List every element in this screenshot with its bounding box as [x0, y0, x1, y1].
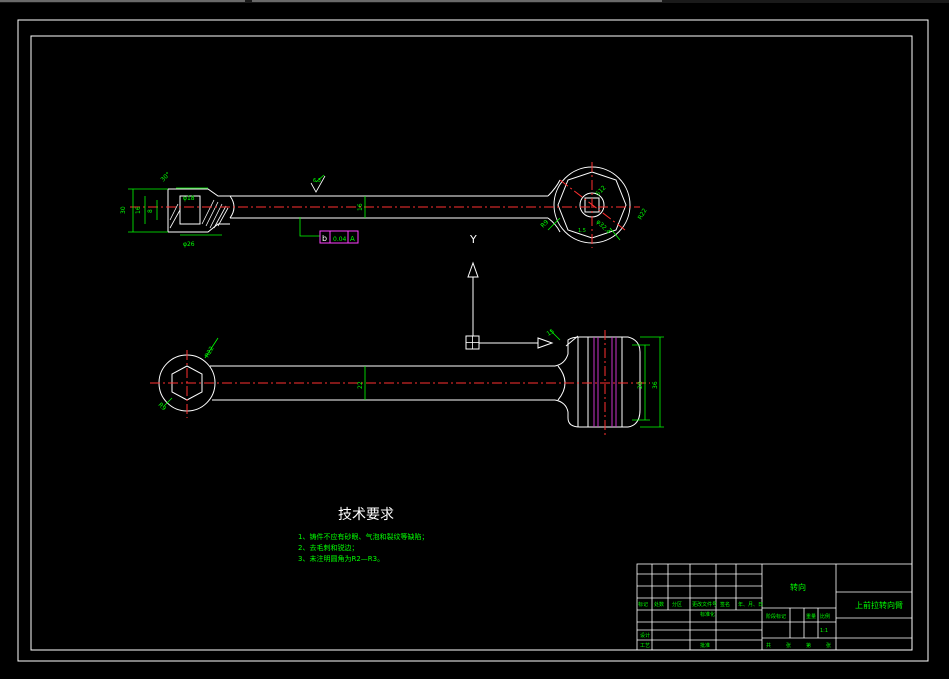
notes-title: 技术要求: [338, 507, 394, 523]
dim-small-2: φ26: [183, 241, 195, 248]
title-sheet-0: 共: [766, 642, 771, 649]
top-strip-segment: [0, 0, 245, 2]
tolerance-value: 0.04: [333, 236, 347, 243]
bottom-right-chamfer: [565, 335, 579, 347]
title-design-label: 设计: [640, 632, 650, 639]
tolerance-frame: b 0.04 A: [319, 230, 359, 244]
dim-hex-left: R9: [539, 219, 550, 230]
outer-border: [17, 19, 929, 662]
dim-right-outer: 36: [652, 381, 659, 389]
title-scale: 1:1: [820, 628, 828, 634]
tolerance-datum: b: [322, 234, 327, 243]
dim-hex-dia: φ32.4: [595, 218, 612, 235]
dim-right-inner: 28: [637, 381, 644, 389]
title-row-label-1: 处数: [654, 601, 664, 608]
dim-left-end-3: 8: [147, 209, 154, 213]
bottom-right-end: [554, 336, 641, 428]
notes-item-1: 1、铸件不应有砂眼、气泡和裂纹等缺陷；: [298, 532, 428, 541]
top-view: [167, 166, 631, 244]
dim-slot: 1.5: [578, 228, 586, 234]
title-stage-label: 阶段标记: [766, 613, 786, 620]
title-row-label-5: 年、月、日: [738, 601, 763, 608]
notes-item-2: 2、去毛刺和锐边；: [298, 543, 358, 552]
title-weight-label: 重量: [806, 613, 816, 620]
top-centerlines: [130, 162, 640, 248]
dim-hex-bottom: R22: [637, 207, 649, 221]
title-row-label-3: 更改文件号: [692, 601, 717, 608]
title-part-name: 转向: [790, 582, 806, 592]
title-row-label-0: 标记: [638, 601, 648, 608]
title-sheet-2: 第: [806, 642, 811, 649]
top-shaft-right-fillet: [547, 179, 561, 197]
title-ratio-label: 比例: [820, 613, 830, 620]
title-drawing-title: 上前拉转向臂: [855, 600, 903, 610]
title-row-label-4: 签名: [720, 601, 730, 608]
top-shaft-right-fillet-lower: [547, 217, 561, 233]
notes-item-3: 3、未注明圆角为R2—R3。: [298, 554, 384, 563]
view-letter: Y: [469, 233, 477, 246]
title-process-label: 工艺: [640, 643, 650, 649]
dim-top-shaft: 16: [357, 203, 364, 211]
view-arrow-head: [467, 261, 479, 278]
inner-border: [30, 35, 913, 651]
roughness-symbol: 6.3: [310, 175, 326, 193]
title-sheet-3: 张: [826, 642, 831, 649]
top-left-outline: [168, 188, 230, 197]
dim-angle: 30°: [159, 171, 171, 183]
window-top-strip: [0, 0, 949, 3]
title-standard-label: 标准化: [700, 611, 715, 618]
dim-right-depth: 15: [546, 328, 556, 338]
dim-left-end-1: 30: [120, 206, 127, 214]
dim-bottom-left-r: R22: [204, 345, 216, 359]
bottom-view: [158, 335, 641, 428]
top-left-outline-bottom: [168, 223, 230, 233]
view-arrow-right-head: [537, 337, 554, 349]
tolerance-datum-ref: A: [350, 235, 355, 243]
bottom-hidden-lines: [593, 337, 617, 427]
dim-bottom-left-r2: R9: [157, 401, 168, 412]
bottom-dimensions: [163, 329, 664, 428]
view-direction: Y: [465, 233, 554, 350]
dim-small-1: φ18: [183, 195, 195, 202]
dim-bottom-shaft: 22: [357, 381, 364, 389]
svg-text:6.3: 6.3: [313, 178, 321, 184]
dim-left-end-2: 16: [135, 206, 142, 214]
bottom-centerlines: [150, 330, 650, 435]
title-approve-label: 批准: [700, 642, 710, 649]
title-row-label-2: 分区: [672, 601, 682, 608]
title-block: [636, 563, 913, 651]
top-left-hatch: [169, 199, 229, 229]
top-dimensions: [128, 174, 621, 241]
top-strip-segment: [252, 0, 662, 2]
title-sheet-1: 张: [786, 642, 791, 649]
dim-hex-top: S12: [594, 184, 607, 197]
tolerance-box: [319, 230, 359, 244]
